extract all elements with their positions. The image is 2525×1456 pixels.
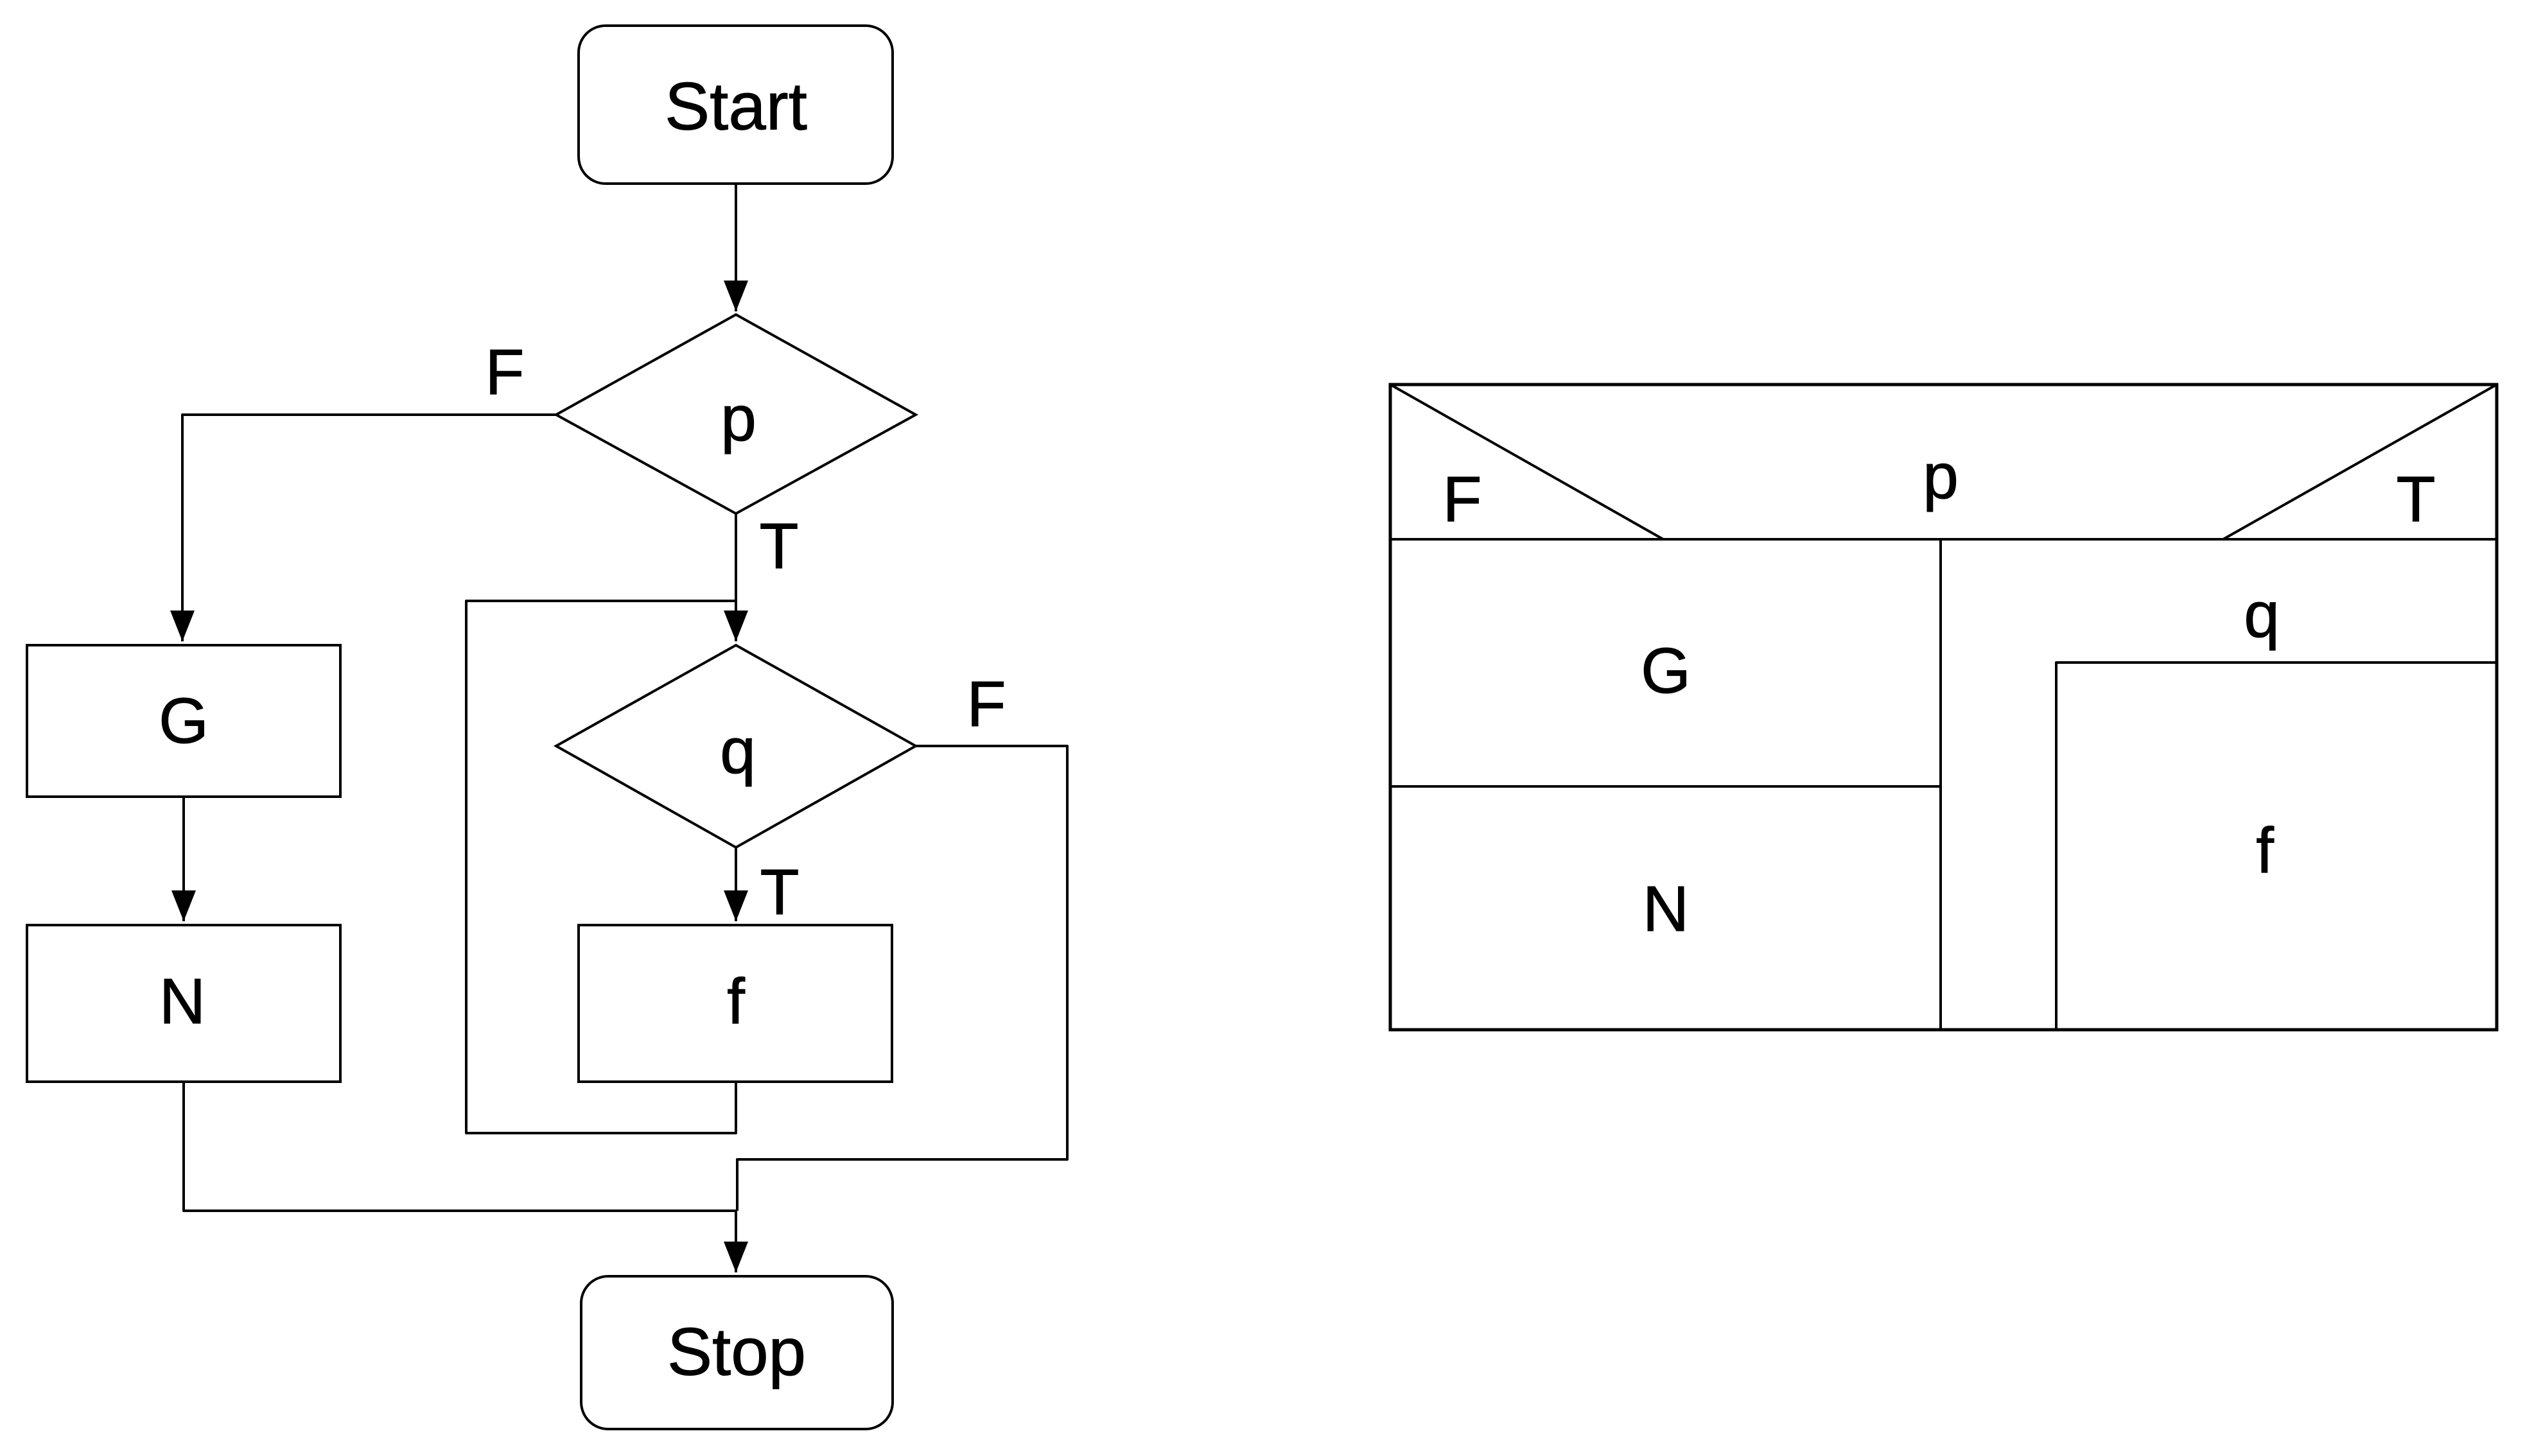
nsd-true-label: T: [2396, 464, 2435, 535]
nsd-false-label: F: [1442, 464, 1481, 535]
nsd-outer-border: [1388, 383, 2499, 1032]
p-false-edge: [170, 413, 556, 641]
stop-node: [580, 1275, 894, 1430]
nsd-header-diagonal-left: [1390, 383, 1664, 541]
nsd-loop-body-label: f: [2256, 815, 2274, 887]
q-true-edge-label: T: [760, 856, 799, 928]
nsd: p F T G N q f: [1388, 383, 2499, 1032]
q-false-edge: [736, 745, 1069, 1211]
p-true-edge-label: T: [759, 510, 798, 582]
nsd-step-n-label: N: [1643, 873, 1689, 945]
decision-p-label: p: [721, 383, 756, 455]
process-n-label: N: [159, 966, 205, 1037]
nsd-header-diagonal-right: [2223, 383, 2497, 541]
stop-label: Stop: [667, 1315, 806, 1390]
nsd-loop-body-border: [2055, 661, 2497, 1030]
n-exit-edge: [182, 1082, 736, 1212]
decision-q-label: q: [720, 715, 756, 787]
flowchart: Start p F G N T q F T: [26, 24, 1069, 1430]
nsd-condition-label: p: [1923, 440, 1959, 512]
p-false-edge-label: F: [485, 336, 524, 408]
loop-back-edge: [465, 600, 737, 1134]
start-label: Start: [665, 69, 807, 144]
nsd-step-g-label: G: [1641, 635, 1691, 707]
process-g-label: G: [159, 685, 209, 757]
nsd-loop-condition-label: q: [2244, 579, 2280, 651]
process-f-node: [577, 924, 893, 1083]
process-f-label: f: [727, 966, 745, 1037]
q-false-edge-label: F: [966, 668, 1006, 740]
